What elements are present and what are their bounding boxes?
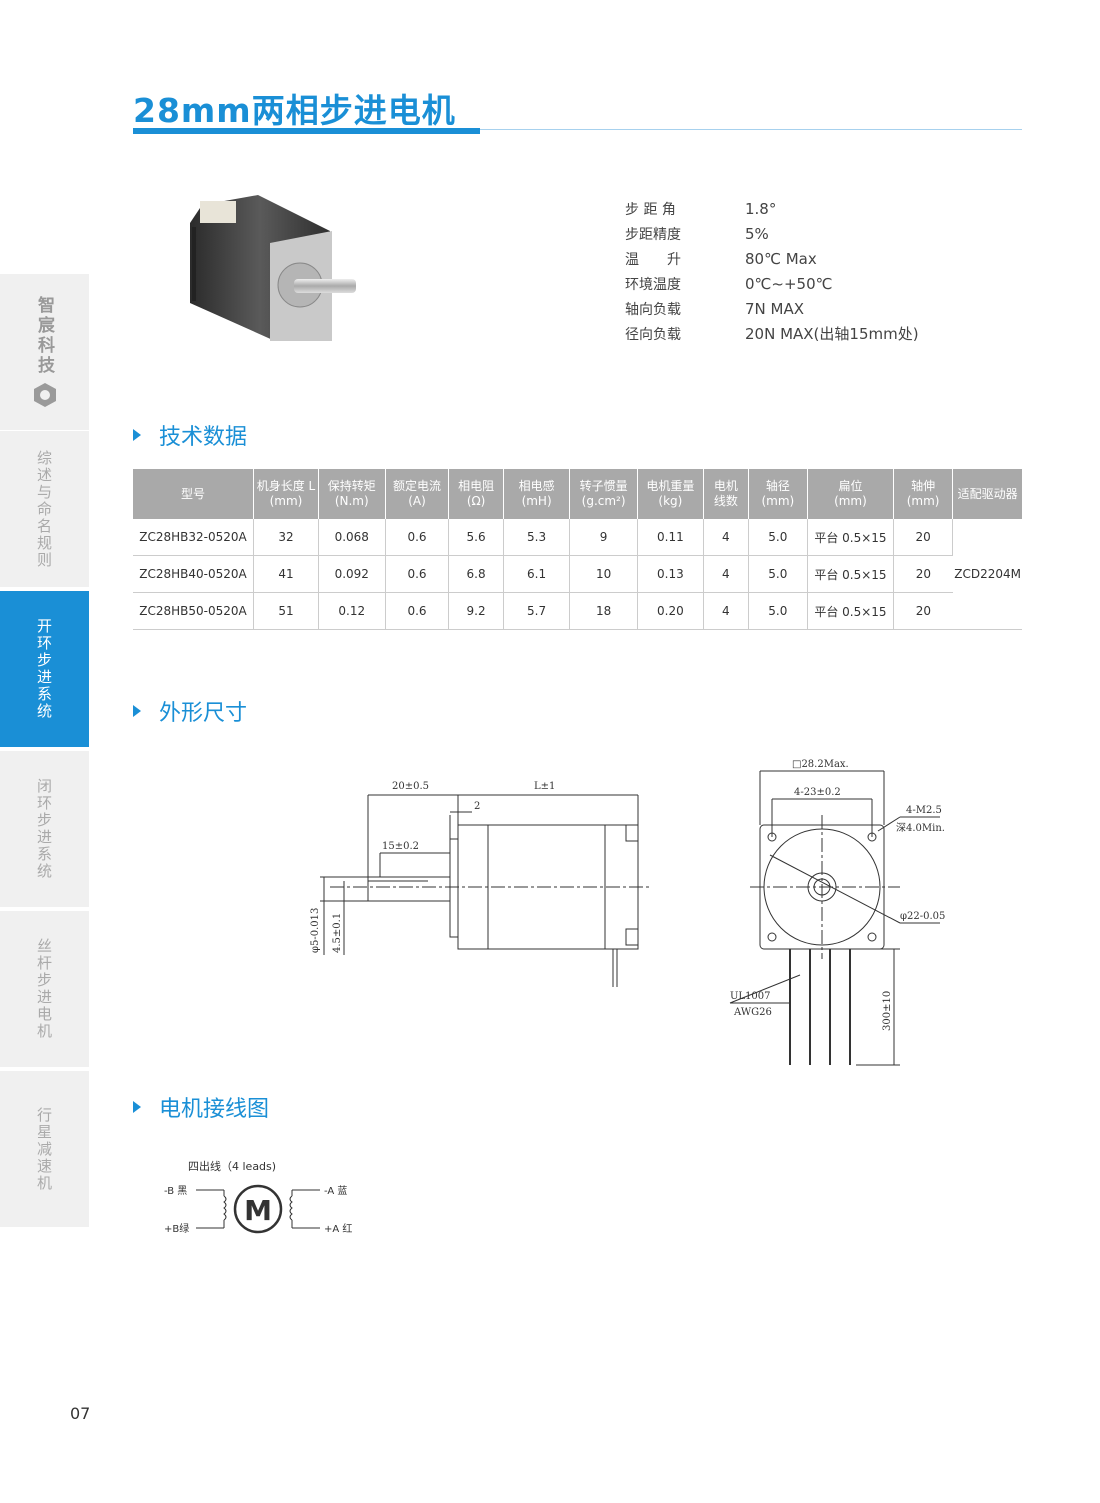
section-tech-data: 技术数据	[133, 419, 247, 451]
wire-label: +A 红	[324, 1222, 352, 1235]
sidebar-item-planetary[interactable]: 行星减速机	[0, 1071, 89, 1227]
sidebar-logo: 智宸科技	[0, 274, 89, 430]
table-header: 适配驱动器	[952, 469, 1022, 519]
section-title: 外形尺寸	[159, 701, 248, 726]
sidebar-item-label: 综述与命名规则	[35, 449, 53, 569]
dim-label: 2	[474, 801, 480, 812]
title-underline	[133, 128, 480, 134]
spec-label: 步 距 角	[625, 201, 676, 218]
spec-value: 1.8°	[745, 199, 777, 218]
dim-label: □28.2Max.	[792, 759, 849, 770]
spec-value: 7N MAX	[745, 299, 805, 318]
wire-label: -B 黑	[164, 1185, 187, 1197]
spec-row: 温 升 80℃ Max	[625, 246, 919, 271]
logo-icon	[33, 383, 56, 407]
wiring-diagram: M -B 黑 +B绿 -A 蓝 +A 红	[164, 1184, 352, 1235]
driver-cell: ZCD2204M	[952, 519, 1022, 630]
table-header: 型号	[133, 469, 255, 519]
dim-label: 20±0.5	[392, 781, 429, 792]
wire-label: -A 蓝	[324, 1185, 347, 1197]
dim-label: φ22-0.05	[900, 911, 945, 922]
spec-label: 环境温度	[625, 276, 681, 293]
flange-outline	[449, 838, 459, 938]
triangle-icon	[133, 1101, 141, 1113]
table-header: 轴伸(mm)	[893, 469, 954, 519]
dim-label: 15±0.2	[382, 841, 419, 852]
section-title: 电机接线图	[159, 1097, 270, 1122]
spec-label: 轴向负载	[625, 301, 681, 318]
dim-label: 4-23±0.2	[794, 787, 841, 798]
spec-value: 20N MAX(出轴15mm处)	[745, 325, 919, 343]
dim-label: 300±10	[882, 991, 893, 1031]
dim-label: UL1007	[730, 991, 771, 1002]
sidebar-item-naming[interactable]: 综述与命名规则	[0, 431, 89, 587]
page-number: 07	[70, 1404, 91, 1423]
triangle-icon	[133, 429, 141, 441]
motor-symbol: M	[244, 1194, 272, 1227]
dim-label: 4-M2.5	[906, 805, 942, 816]
table-header: 扁位(mm)	[807, 469, 894, 519]
logo-text: 智宸科技	[34, 296, 54, 376]
spec-value: 5%	[745, 224, 769, 243]
dim-label: φ5-0.013	[310, 908, 321, 953]
sidebar-item-open-loop[interactable]: 开环步进系统	[0, 591, 89, 747]
spec-row: 环境温度 0℃~+50℃	[625, 271, 919, 296]
spec-row: 步距精度 5%	[625, 221, 919, 246]
dim-label: L±1	[534, 781, 555, 792]
table-header: 电机重量(kg)	[637, 469, 704, 519]
table-header: 相电阻(Ω)	[448, 469, 504, 519]
spec-label: 温 升	[625, 251, 681, 268]
table-header: 转子惯量(g.cm²)	[569, 469, 638, 519]
table-header: 保持转矩(N.m)	[318, 469, 386, 519]
sidebar-item-label: 行星减速机	[35, 1106, 53, 1192]
table-header: 机身长度 L(mm)	[253, 469, 319, 519]
spec-value: 80℃ Max	[745, 249, 817, 268]
shaft-outline	[367, 876, 451, 902]
table-header: 轴径(mm)	[748, 469, 808, 519]
title-rule	[480, 129, 1022, 130]
sidebar-item-label: 闭环步进系统	[35, 778, 53, 880]
page-title: 28mm两相步进电机	[133, 91, 456, 130]
dim-label: 4.5±0.1	[332, 913, 343, 953]
spec-label: 径向负载	[625, 326, 681, 343]
section-title: 技术数据	[159, 425, 248, 450]
spec-row: 径向负载 20N MAX(出轴15mm处)	[625, 321, 919, 346]
spec-row: 轴向负载 7N MAX	[625, 296, 919, 321]
sidebar-item-label: 开环步进系统	[35, 618, 53, 720]
motor-photo	[190, 195, 356, 341]
dim-label: 深4.0Min.	[896, 822, 945, 834]
sidebar-item-closed-loop[interactable]: 闭环步进系统	[0, 751, 89, 907]
dim-label: AWG26	[733, 1007, 772, 1018]
section-dimensions: 外形尺寸	[133, 695, 247, 727]
spec-value: 0℃~+50℃	[745, 274, 833, 293]
sidebar-item-lead-screw[interactable]: 丝杆步进电机	[0, 911, 89, 1067]
table-header: 额定电流(A)	[385, 469, 450, 519]
table-header: 电机线数	[703, 469, 749, 519]
table-header: 相电感(mH)	[503, 469, 571, 519]
tech-data-table: 型号 机身长度 L(mm) 保持转矩(N.m) 额定电流(A) 相电阻(Ω) 相…	[133, 469, 1022, 630]
sidebar-item-label: 丝杆步进电机	[35, 938, 53, 1040]
wiring-title: 四出线（4 leads)	[188, 1160, 277, 1173]
table-header-row: 型号 机身长度 L(mm) 保持转矩(N.m) 额定电流(A) 相电阻(Ω) 相…	[133, 469, 1022, 519]
section-wiring: 电机接线图	[133, 1091, 269, 1123]
spec-label: 步距精度	[625, 226, 681, 243]
wire-label: +B绿	[164, 1222, 189, 1235]
triangle-icon	[133, 705, 141, 717]
dimension-drawing: 20±0.5 L±1 2 15±0.2 φ5-0.013 4.5±0.1 □28…	[310, 759, 945, 1066]
spec-row: 步 距 角 1.8°	[625, 196, 919, 221]
